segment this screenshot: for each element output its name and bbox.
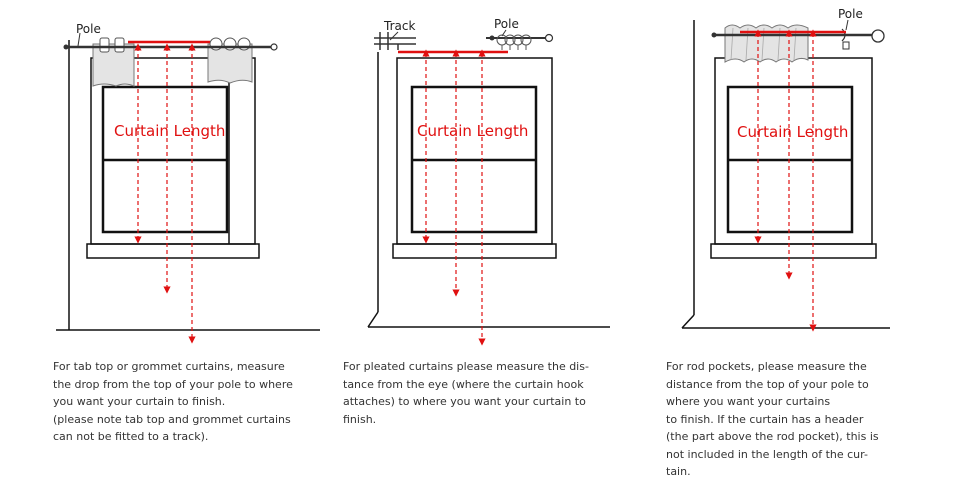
window-frame [86,57,260,259]
caption-line: distance from the top of your pole to [666,377,869,391]
curtain-length-label: Curtain Length [737,123,848,141]
curtain-length-label: Curtain Length [114,122,225,140]
wall-outline [367,52,610,328]
wall-outline [56,40,320,331]
curtain-track [374,32,416,50]
caption-line: not included in the length of the cur- [666,447,868,461]
curtain-pole [486,33,554,43]
measurement-arrows [754,29,817,332]
caption-line: can not be fitted to a track). [53,430,209,443]
measurement-arrows [422,49,486,346]
caption-line: For rod pockets, please measure the [666,360,867,373]
caption-line: attaches) to where you want your curtain… [343,395,586,408]
caption-panel-1: For tab top or grommet curtains, measure… [53,358,323,446]
caption-line: tance from the eye (where the curtain ho… [343,377,584,391]
window-frame [392,57,557,259]
right-curtain [207,37,253,84]
caption-line: tain. [666,465,691,478]
pole-label: Pole [76,22,101,36]
caption-line: the drop from the top of your pole to wh… [53,377,293,391]
pole-rings [496,34,532,50]
diagram-panel-2: Track Pole Curtain Length [367,17,610,346]
track-label: Track [383,19,415,33]
curtain-length-label: Curtain Length [417,122,528,140]
pole-label-leader [77,32,81,47]
left-curtain [92,37,135,87]
caption-line: to finish. If the curtain has a header [666,412,864,426]
track-label-leader [389,31,399,41]
caption-line: you want your curtain to finish. [53,395,226,408]
rod-pocket-curtain [724,24,809,63]
pole-label: Pole [494,17,519,31]
pole-label: Pole [838,7,863,21]
caption-panel-3: For rod pockets, please measure the dist… [666,358,936,481]
caption-line: (the part above the rod pocket), this is [666,430,879,443]
diagram-panel-3: Pole Curtain Length [681,7,890,332]
caption-line: For pleated curtains please measure the … [343,360,589,373]
pole-label-leader [501,29,507,37]
diagram-panel-1: Pole Curtain Length [56,22,320,344]
caption-line: finish. [343,412,377,426]
caption-line: (please note tab top and grommet curtain… [53,412,291,426]
caption-line: For tab top or grommet curtains, measure [53,360,285,373]
measurement-arrows [134,43,196,344]
caption-line: where you want your curtains [666,395,831,408]
wall-outline [681,20,890,329]
caption-panel-2: For pleated curtains please measure the … [343,358,613,428]
pole-label-leader [845,19,849,31]
